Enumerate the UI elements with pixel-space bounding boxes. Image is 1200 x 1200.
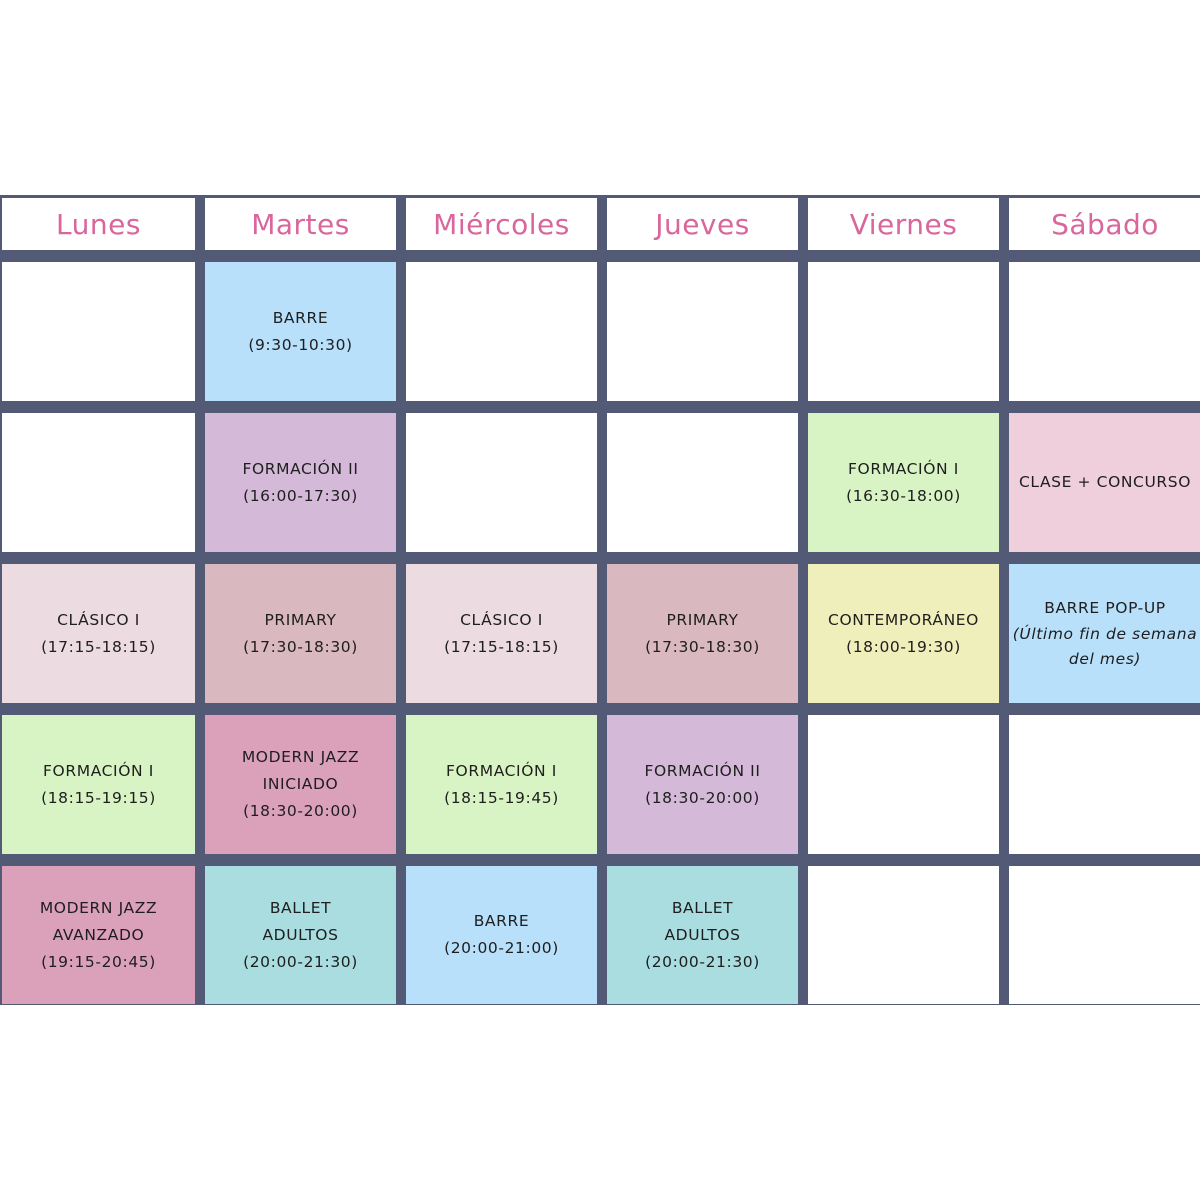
class-name: FORMACIÓN I: [446, 761, 557, 780]
class-name: BALLET: [671, 898, 734, 917]
class-name: AVANZADO: [52, 925, 145, 944]
class-name: CLÁSICO I: [460, 610, 543, 629]
class-note: del mes): [1068, 650, 1142, 668]
class-name: PRIMARY: [264, 610, 337, 629]
class-slot-lunes-3: CLÁSICO I (17:15-18:15): [2, 564, 195, 703]
class-time: (18:30-20:00): [243, 802, 358, 820]
class-time: (17:15-18:15): [41, 637, 156, 656]
class-slot-jueves-4: FORMACIÓN II (18:30-20:00): [607, 715, 798, 854]
day-header-sabado: Sábado: [1009, 198, 1200, 250]
class-slot-miercoles-4: FORMACIÓN I (18:15-19:45): [406, 715, 597, 854]
day-header-lunes: Lunes: [2, 198, 195, 250]
class-slot-martes-4: MODERN JAZZ INICIADO (18:30-20:00): [205, 715, 396, 854]
class-name: FORMACIÓN I: [848, 459, 959, 478]
class-slot-martes-2: FORMACIÓN II (16:00-17:30): [205, 413, 396, 552]
class-name: ADULTOS: [262, 925, 339, 944]
class-time: (18:15-19:45): [444, 788, 559, 807]
class-name: FORMACIÓN I: [43, 761, 154, 780]
class-time: (18:30-20:00): [645, 788, 760, 807]
day-header-martes: Martes: [205, 198, 396, 250]
class-time: (16:00-17:30): [243, 486, 358, 505]
class-time: (17:30-18:30): [645, 637, 760, 656]
class-name: INICIADO: [262, 775, 339, 793]
class-name: BARRE: [272, 308, 329, 327]
empty-slot-miercoles-2: [406, 413, 597, 552]
class-name: ADULTOS: [664, 925, 741, 944]
class-slot-miercoles-3: CLÁSICO I (17:15-18:15): [406, 564, 597, 703]
class-time: (18:00-19:30): [846, 637, 961, 656]
class-time: (17:30-18:30): [243, 637, 358, 656]
class-time: (20:00-21:00): [444, 939, 559, 957]
class-slot-jueves-3: PRIMARY (17:30-18:30): [607, 564, 798, 703]
day-header-miercoles: Miércoles: [406, 198, 597, 250]
class-name: CLASE + CONCURSO: [1018, 473, 1192, 491]
class-name: CLÁSICO I: [57, 610, 140, 629]
class-slot-lunes-5: MODERN JAZZ AVANZADO (19:15-20:45): [2, 866, 195, 1004]
empty-slot-lunes-2: [2, 413, 195, 552]
class-name: MODERN JAZZ: [39, 898, 158, 917]
empty-slot-sabado-4: [1009, 715, 1200, 854]
day-header-viernes: Viernes: [808, 198, 999, 250]
class-slot-miercoles-5: BARRE (20:00-21:00): [406, 866, 597, 1004]
class-slot-sabado-2: CLASE + CONCURSO: [1009, 413, 1200, 552]
class-name: BARRE POP-UP: [1044, 599, 1166, 617]
empty-slot-miercoles-1: [406, 262, 597, 401]
class-name: BALLET: [269, 898, 332, 917]
empty-slot-sabado-1: [1009, 262, 1200, 401]
class-slot-sabado-3: BARRE POP-UP (Último fin de semana del mes…: [1009, 564, 1200, 703]
day-header-jueves: Jueves: [607, 198, 798, 250]
class-time: (17:15-18:15): [444, 637, 559, 656]
class-time: (18:15-19:15): [41, 788, 156, 807]
class-slot-lunes-4: FORMACIÓN I (18:15-19:15): [2, 715, 195, 854]
class-name: FORMACIÓN II: [644, 761, 761, 780]
class-time: (16:30-18:00): [846, 486, 961, 505]
class-time: (9:30-10:30): [248, 335, 353, 354]
class-name: CONTEMPORÁNEO: [828, 610, 979, 629]
class-time: (19:15-20:45): [41, 952, 156, 971]
class-time: (20:00-21:30): [645, 952, 760, 971]
class-time: (20:00-21:30): [243, 952, 358, 971]
class-name: BARRE: [473, 912, 530, 930]
empty-slot-lunes-1: [2, 262, 195, 401]
empty-slot-jueves-2: [607, 413, 798, 552]
class-slot-martes-5: BALLET ADULTOS (20:00-21:30): [205, 866, 396, 1004]
empty-slot-sabado-5: [1009, 866, 1200, 1004]
class-slot-martes-1: BARRE (9:30-10:30): [205, 262, 396, 401]
class-slot-viernes-3: CONTEMPORÁNEO (18:00-19:30): [808, 564, 999, 703]
class-slot-viernes-2: FORMACIÓN I (16:30-18:00): [808, 413, 999, 552]
empty-slot-viernes-4: [808, 715, 999, 854]
class-name: FORMACIÓN II: [242, 459, 359, 478]
class-slot-martes-3: PRIMARY (17:30-18:30): [205, 564, 396, 703]
class-note: (Último fin de semana: [1012, 625, 1198, 643]
class-name: PRIMARY: [666, 610, 739, 629]
empty-slot-viernes-1: [808, 262, 999, 401]
empty-slot-viernes-5: [808, 866, 999, 1004]
class-name: MODERN JAZZ: [241, 748, 360, 766]
class-slot-jueves-5: BALLET ADULTOS (20:00-21:30): [607, 866, 798, 1004]
empty-slot-jueves-1: [607, 262, 798, 401]
